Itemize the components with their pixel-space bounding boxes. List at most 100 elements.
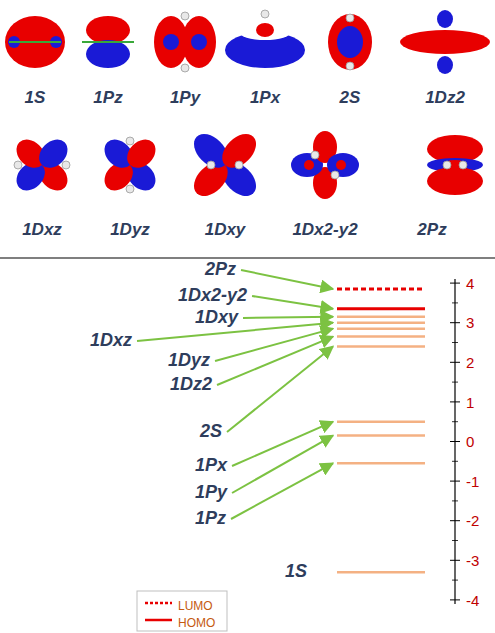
lobe xyxy=(86,16,130,44)
energy-level xyxy=(337,335,425,338)
label-holder: 1Dz2 xyxy=(170,375,212,395)
orbital-label: 1Dx2-y2 xyxy=(178,286,247,306)
orbital-isosurface xyxy=(11,134,73,196)
atom xyxy=(261,10,269,18)
label-holder: 2S xyxy=(340,89,361,108)
atom xyxy=(62,161,70,169)
atom xyxy=(14,161,22,169)
orbital-label: 1Dyz xyxy=(110,221,150,240)
lobe xyxy=(400,30,490,54)
axis-number: -2 xyxy=(466,513,479,530)
axis-minor-tick xyxy=(452,540,458,541)
orbital-isosurface xyxy=(188,128,263,203)
leader-arrow xyxy=(232,436,333,493)
axis-tick xyxy=(450,481,460,482)
label-holder: 1Dyz xyxy=(168,351,210,371)
atom xyxy=(181,64,189,72)
bond-line xyxy=(9,41,61,43)
axis-tick xyxy=(450,401,460,402)
orbital-isosurface xyxy=(225,10,305,68)
legend-holder: HOMO xyxy=(178,613,215,631)
axis-tick xyxy=(450,520,460,521)
lobe xyxy=(216,128,263,175)
orbital-label: 2Pz xyxy=(205,260,236,280)
leader-arrow xyxy=(241,270,333,289)
orbital-label: 1Dz2 xyxy=(425,89,465,108)
atom xyxy=(181,12,189,20)
orbital-label: 2S xyxy=(340,89,361,108)
axis-number: -1 xyxy=(466,474,479,491)
axis-tick xyxy=(450,322,460,323)
lobe xyxy=(336,160,346,170)
orbital-label: 1S xyxy=(285,562,307,582)
atom xyxy=(235,161,243,169)
label-holder: 1 xyxy=(466,394,474,412)
axis-number: -3 xyxy=(466,553,479,570)
axis-minor-tick xyxy=(452,580,458,581)
leader-arrow xyxy=(231,463,333,519)
orbital-label: 1Dz2 xyxy=(170,375,212,395)
axis-tick xyxy=(450,441,460,442)
label-holder: 1Dx2-y2 xyxy=(178,286,247,306)
label-holder: -3 xyxy=(466,552,479,570)
lobe xyxy=(337,26,363,58)
label-holder: 4 xyxy=(466,275,474,293)
axis-number: 0 xyxy=(466,434,474,451)
orbital-label: 1Pz xyxy=(195,509,226,529)
lobe xyxy=(5,16,65,68)
label-holder: 1S xyxy=(25,89,46,108)
atom xyxy=(207,161,215,169)
orbital-label: 1S xyxy=(25,89,46,108)
axis-tick xyxy=(450,560,460,561)
lobe xyxy=(437,10,453,28)
lobe xyxy=(328,14,372,70)
energy-level xyxy=(337,288,425,291)
orbital-label: 1Dxz xyxy=(90,331,132,351)
energy-level xyxy=(337,327,425,330)
energy-level xyxy=(337,307,425,310)
bond-line xyxy=(82,41,134,43)
orbital-label: 1Py xyxy=(195,483,227,503)
orbital-isosurface xyxy=(328,14,372,70)
atom xyxy=(311,151,319,159)
axis-tick xyxy=(450,599,460,600)
orbital-label: 1Pz xyxy=(93,89,122,108)
label-holder: -4 xyxy=(466,592,479,610)
orbital-isosurface xyxy=(154,12,216,72)
orbital-label: 1Dxy xyxy=(205,221,246,240)
axis-minor-tick xyxy=(452,342,458,343)
axis-tick xyxy=(450,362,460,363)
axis-minor-tick xyxy=(452,382,458,383)
orbital-isosurface xyxy=(5,16,65,68)
axis-number: 2 xyxy=(466,355,474,372)
label-holder: 2Pz xyxy=(417,221,446,240)
legend-text: LUMO xyxy=(178,600,213,613)
orbital-label: 1Dx2-y2 xyxy=(292,221,357,240)
energy-level xyxy=(337,420,425,423)
label-holder: 1Px xyxy=(195,456,227,476)
atom xyxy=(126,185,134,193)
label-holder: 1Dxz xyxy=(22,221,62,240)
energy-level xyxy=(337,345,425,348)
energy-level xyxy=(337,571,425,574)
axis-number: -4 xyxy=(466,593,479,610)
label-holder: 3 xyxy=(466,314,474,332)
label-holder: 1Dx2-y2 xyxy=(292,221,357,240)
orbital-label: 1Dxz xyxy=(22,221,62,240)
lobe xyxy=(191,34,207,50)
lobe xyxy=(437,56,453,74)
label-holder: 2 xyxy=(466,354,474,372)
lobe xyxy=(163,34,179,50)
orbital-isosurface xyxy=(400,10,490,74)
orbital-isosurface xyxy=(82,16,134,68)
legend-holder: LUMO xyxy=(178,596,213,614)
lobe xyxy=(427,158,483,172)
energy-level xyxy=(337,434,425,437)
label-holder: -1 xyxy=(466,473,479,491)
label-holder: 1Pz xyxy=(93,89,122,108)
lobe xyxy=(34,134,74,174)
atom xyxy=(459,161,467,169)
label-holder: 1Dxz xyxy=(90,331,132,351)
orbital-label: 2Pz xyxy=(417,221,446,240)
